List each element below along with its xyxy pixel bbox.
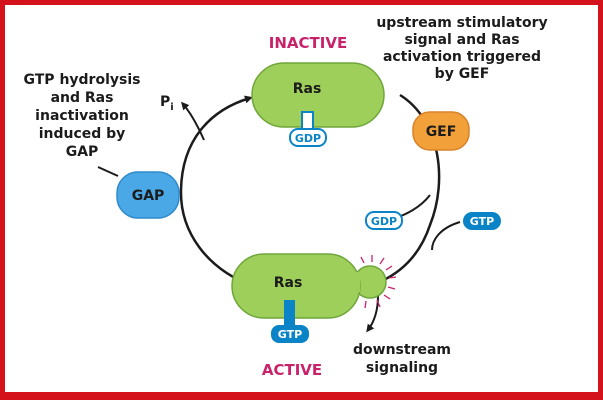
- released-gdp-badge: [365, 211, 403, 230]
- downstream-annotation: downstream signaling: [353, 342, 451, 376]
- downstream-arrow: [366, 295, 379, 333]
- svg-text:GAP: GAP: [66, 144, 99, 160]
- gap-label: GAP: [132, 188, 165, 204]
- svg-text:signaling: signaling: [366, 360, 438, 376]
- svg-text:signal and Ras: signal and Ras: [404, 32, 519, 48]
- gdp-bound-badge: [289, 128, 327, 147]
- cycle-arrow-left-up: [179, 95, 259, 290]
- ras-active-neck: [340, 272, 360, 292]
- ras-active-label: Ras: [274, 275, 303, 291]
- svg-text:downstream: downstream: [353, 342, 451, 358]
- upstream-annotation: upstream stimulatory signal and Ras acti…: [376, 15, 547, 82]
- gef-shape: [412, 111, 470, 151]
- gtp-bound-label: GTP: [278, 328, 302, 341]
- svg-text:by GEF: by GEF: [435, 66, 490, 82]
- svg-text:GTP hydrolysis: GTP hydrolysis: [24, 72, 141, 88]
- gef-label: GEF: [426, 124, 457, 140]
- phosphate-label: Pi: [160, 94, 174, 113]
- state-inactive-label: INACTIVE: [269, 34, 347, 52]
- svg-text:activation triggered: activation triggered: [383, 49, 541, 65]
- signal-burst: [360, 255, 397, 309]
- svg-text:induced by: induced by: [39, 126, 126, 142]
- incoming-gtp-label: GTP: [470, 215, 494, 228]
- ras-inactive-label: Ras: [293, 81, 322, 97]
- svg-text:and Ras: and Ras: [51, 90, 114, 106]
- hydrolysis-annotation: GTP hydrolysis and Ras inactivation indu…: [24, 72, 141, 160]
- svg-text:upstream stimulatory: upstream stimulatory: [376, 15, 547, 31]
- state-active-label: ACTIVE: [262, 361, 322, 379]
- hydrolysis-pointer: [97, 166, 119, 177]
- gdp-bound-label: GDP: [295, 132, 321, 145]
- gap-shape: [116, 171, 180, 219]
- gtp-entry-arrow: [431, 221, 461, 251]
- gtp-bound-badge: [271, 325, 309, 343]
- svg-text:inactivation: inactivation: [35, 108, 129, 124]
- gtp-stem: [284, 300, 295, 328]
- incoming-gtp-badge: [463, 212, 501, 230]
- released-gdp-label: GDP: [371, 215, 397, 228]
- pi-release-arrow: [181, 101, 205, 141]
- ras-inactive-shape: [251, 62, 385, 128]
